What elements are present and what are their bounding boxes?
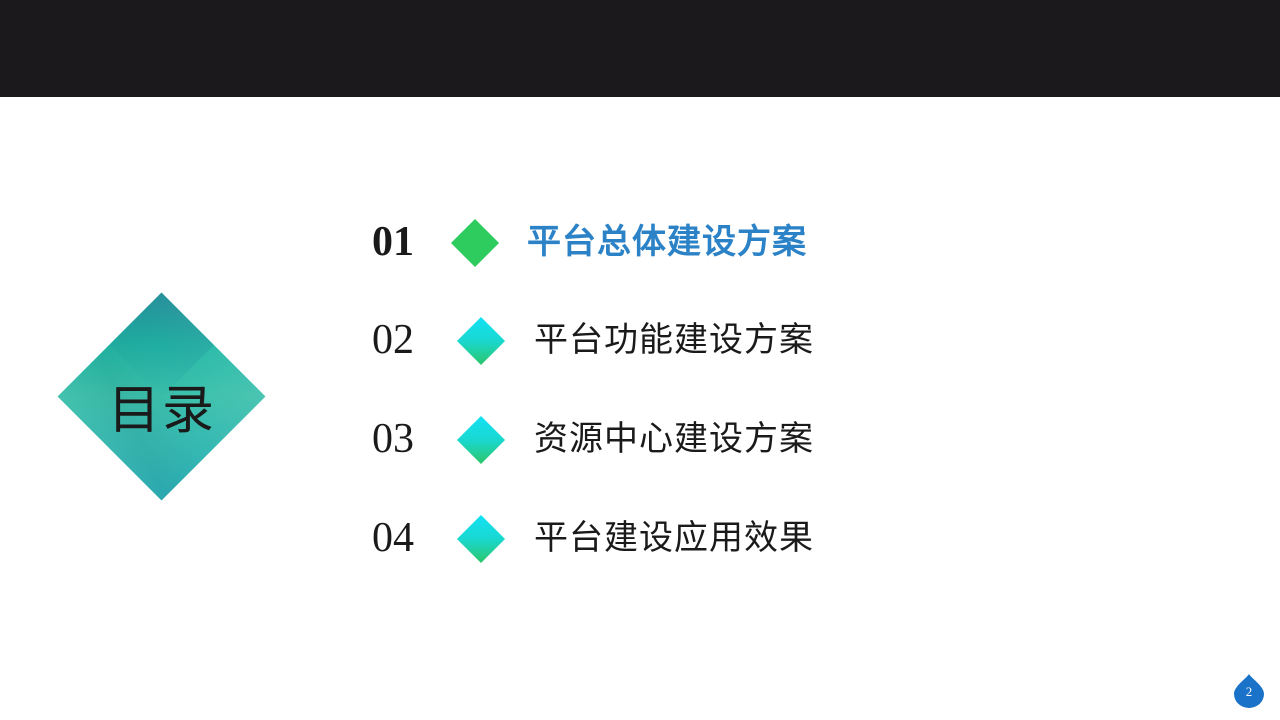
- page-number: 2: [1245, 684, 1253, 699]
- toc-label: 资源中心建设方案: [534, 419, 814, 459]
- diamond-bullet-icon: [456, 514, 506, 564]
- slide-title: 目录: [107, 381, 216, 441]
- toc-number: 04: [372, 515, 414, 561]
- page-number-drop-icon: [1234, 674, 1264, 708]
- diamond-bullet-icon: [456, 415, 506, 465]
- diamond-bullet-icon: [456, 316, 506, 366]
- toc-number: 03: [372, 416, 414, 462]
- toc-number: 01: [372, 219, 414, 265]
- toc-number: 02: [372, 317, 414, 363]
- toc-label: 平台建设应用效果: [534, 518, 814, 558]
- toc-label: 平台总体建设方案: [527, 222, 807, 262]
- top-banner: [0, 0, 1280, 97]
- toc-label: 平台功能建设方案: [534, 320, 814, 360]
- diamond-bullet-icon: [450, 218, 500, 268]
